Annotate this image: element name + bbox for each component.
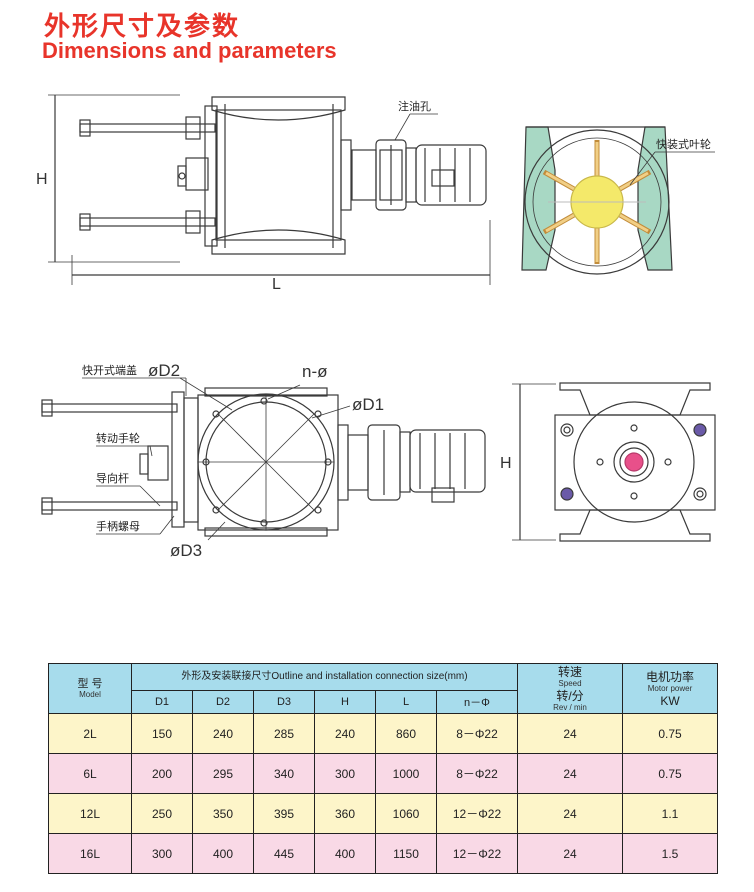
cell-h: 240	[314, 713, 376, 754]
cell-n: 12－Φ22	[436, 793, 518, 834]
callout-oil-hole: 注油孔	[398, 99, 431, 113]
cell-d1: 250	[131, 793, 193, 834]
callout-handle-nut: 手柄螺母	[96, 519, 140, 533]
impeller-section-view: 快装式叶轮	[521, 126, 715, 275]
cell-d3: 445	[253, 833, 315, 874]
callout-handwheel: 转动手轮	[96, 431, 140, 445]
cell-d1: 200	[131, 753, 193, 794]
cell-power: 1.1	[622, 793, 718, 834]
header-model: 型 号 Model	[48, 663, 132, 714]
cell-speed: 24	[517, 753, 623, 794]
cell-power: 0.75	[622, 713, 718, 754]
cell-h: 400	[314, 833, 376, 874]
callout-n-holes: n-ø	[302, 362, 328, 381]
cell-d3: 395	[253, 793, 315, 834]
callout-d3: øD3	[170, 541, 202, 560]
callout-quick-cover: 快开式端盖	[82, 363, 137, 377]
col-header-d3: D3	[253, 690, 315, 714]
cell-model: 6L	[48, 753, 132, 794]
front-view: 快开式端盖 øD2 n-ø øD1 转动手轮 导向杆 手柄螺母 øD3	[41, 361, 486, 560]
cell-d2: 350	[192, 793, 254, 834]
cell-d2: 295	[192, 753, 254, 794]
cell-d3: 340	[253, 753, 315, 794]
cell-d2: 400	[192, 833, 254, 874]
cell-n: 8－Φ22	[436, 753, 518, 794]
technical-drawing: H L	[36, 94, 716, 560]
cell-power: 1.5	[622, 833, 718, 874]
end-view: H	[500, 382, 716, 542]
callout-d1: øD1	[352, 395, 384, 414]
cell-d3: 285	[253, 713, 315, 754]
cell-model: 12L	[48, 793, 132, 834]
cell-d1: 300	[131, 833, 193, 874]
callout-impeller: 快装式叶轮	[656, 137, 711, 151]
table-row: 2L 150 240 285 240 860 8－Φ22 24 0.75	[48, 713, 718, 754]
page-title-cn: 外形尺寸及参数	[44, 12, 241, 42]
elevation-l-label: L	[272, 276, 281, 293]
callout-d2: øD2	[148, 361, 180, 380]
cell-h: 360	[314, 793, 376, 834]
elevation-view: H L	[36, 94, 491, 293]
cell-l: 860	[375, 713, 437, 754]
cell-speed: 24	[517, 793, 623, 834]
end-view-h-label: H	[500, 455, 512, 472]
table-row: 6L 200 295 340 300 1000 8－Φ22 24 0.75	[48, 753, 718, 794]
cell-l: 1060	[375, 793, 437, 834]
col-header-h: H	[314, 690, 376, 714]
page-title-en: Dimensions and parameters	[42, 38, 337, 63]
header-speed: 转速 Speed 转/分 Rev / min	[517, 663, 623, 714]
col-header-n: n－Φ	[436, 690, 518, 714]
cell-l: 1000	[375, 753, 437, 794]
cell-model: 16L	[48, 833, 132, 874]
cell-speed: 24	[517, 833, 623, 874]
table-row: 12L 250 350 395 360 1060 12－Φ22 24 1.1	[48, 793, 718, 834]
callout-guide-rod: 导向杆	[96, 471, 129, 485]
table-row: 16L 300 400 445 400 1150 12－Φ22 24 1.5	[48, 833, 718, 874]
cell-h: 300	[314, 753, 376, 794]
header-power: 电机功率 Motor power KW	[622, 663, 718, 714]
cell-model: 2L	[48, 713, 132, 754]
cell-speed: 24	[517, 713, 623, 754]
elevation-h-label: H	[36, 171, 48, 188]
col-header-d2: D2	[192, 690, 254, 714]
cell-d2: 240	[192, 713, 254, 754]
col-header-d1: D1	[131, 690, 193, 714]
cell-n: 12－Φ22	[436, 833, 518, 874]
header-outline: 外形及安装联接尺寸Outline and installation connec…	[131, 663, 518, 691]
cell-power: 0.75	[622, 753, 718, 794]
spec-table: 型 号 Model 外形及安装联接尺寸Outline and installat…	[48, 663, 718, 874]
col-header-l: L	[375, 690, 437, 714]
cell-d1: 150	[131, 713, 193, 754]
cell-n: 8－Φ22	[436, 713, 518, 754]
cell-l: 1150	[375, 833, 437, 874]
